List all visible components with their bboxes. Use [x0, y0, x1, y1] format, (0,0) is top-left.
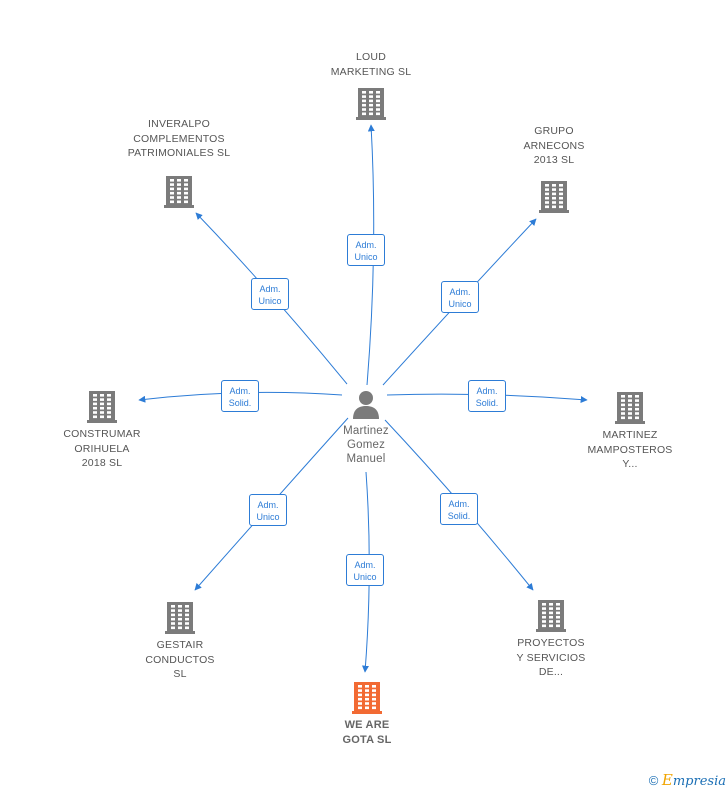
- role-badge-wearegota[interactable]: Adm. Unico: [346, 554, 384, 586]
- company-name[interactable]: GESTAIR CONDUCTOS SL: [145, 639, 215, 680]
- person-name[interactable]: Martinez Gomez Manuel: [343, 425, 389, 465]
- building-icon: [165, 600, 195, 639]
- company-name[interactable]: CONSTRUMAR ORIHUELA 2018 SL: [63, 428, 141, 469]
- company-name[interactable]: GRUPO ARNECONS 2013 SL: [523, 125, 585, 166]
- company-name[interactable]: INVERALPO COMPLEMENTOS PATRIMONIALES SL: [127, 118, 231, 159]
- person-icon: [351, 389, 381, 424]
- role-badge-proyectos[interactable]: Adm. Solid.: [440, 493, 478, 525]
- role-badge-mamposteros[interactable]: Adm. Solid.: [468, 380, 506, 412]
- building-icon: [352, 680, 382, 719]
- copyright-icon: ©: [648, 773, 659, 788]
- company-name[interactable]: MARTINEZ MAMPOSTEROS Y...: [587, 429, 673, 470]
- empresia-logo[interactable]: Empresia: [661, 771, 726, 789]
- building-icon: [536, 598, 566, 637]
- role-badge-loud[interactable]: Adm. Unico: [347, 234, 385, 266]
- building-icon: [164, 174, 194, 213]
- role-badge-inveralpo[interactable]: Adm. Unico: [251, 278, 289, 310]
- company-name[interactable]: WE ARE GOTA SL: [342, 719, 392, 746]
- building-icon: [615, 390, 645, 429]
- building-icon: [356, 86, 386, 125]
- building-icon: [87, 389, 117, 428]
- building-icon: [539, 179, 569, 218]
- role-badge-grupo[interactable]: Adm. Unico: [441, 281, 479, 313]
- company-name[interactable]: LOUD MARKETING SL: [330, 51, 412, 78]
- footer: © Empresia: [649, 771, 726, 789]
- role-badge-construmar[interactable]: Adm. Solid.: [221, 380, 259, 412]
- role-badge-gestair[interactable]: Adm. Unico: [249, 494, 287, 526]
- company-name[interactable]: PROYECTOS Y SERVICIOS DE...: [516, 637, 586, 678]
